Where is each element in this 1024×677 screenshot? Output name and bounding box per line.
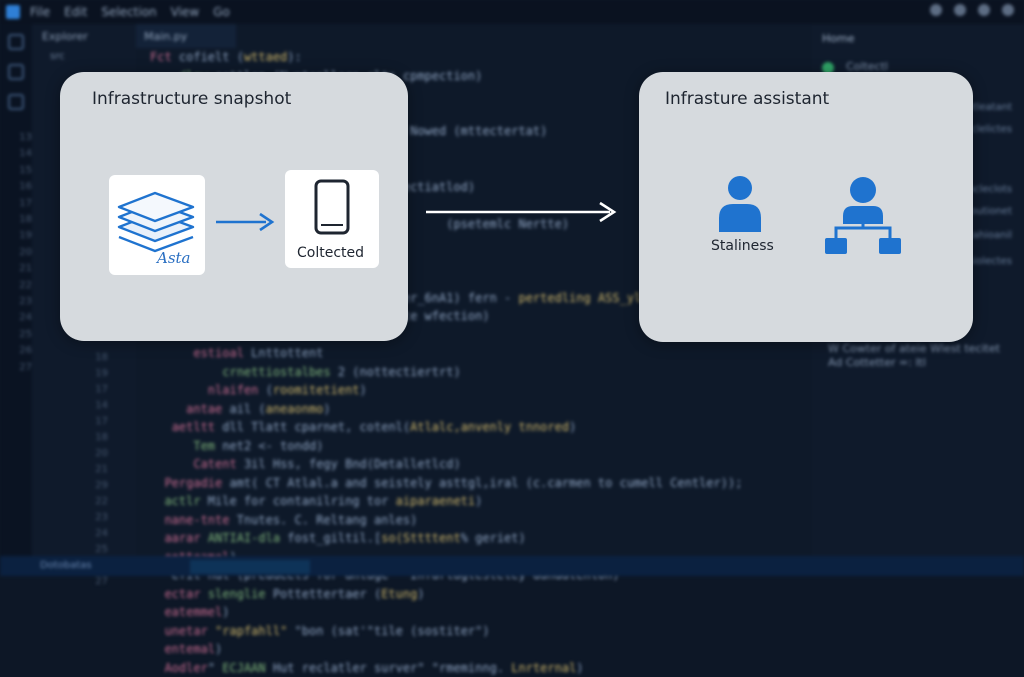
infrastructure-snapshot-panel: Infrastructure snapshot Asta Coltected: [60, 72, 408, 341]
collected-card: Coltected: [285, 170, 379, 268]
flow-arrow-icon: [426, 201, 617, 223]
asta-card: Asta: [109, 175, 205, 275]
collected-label: Coltected: [297, 245, 365, 261]
editor-tab[interactable]: Main.py: [136, 24, 236, 48]
asta-label: Asta: [157, 249, 191, 267]
menu-file[interactable]: File: [30, 5, 51, 19]
window-controls: [930, 4, 1014, 16]
menu-view[interactable]: View: [170, 5, 200, 19]
settings-icon[interactable]: [954, 4, 966, 16]
infrastructure-assistant-panel: Infrasture assistant Staliness: [639, 72, 973, 342]
account-icon[interactable]: [930, 4, 942, 16]
explorer-folder[interactable]: src: [50, 51, 65, 62]
menu-bar: File Edit Selection View Go: [0, 0, 1024, 24]
smartphone-icon: [314, 179, 350, 235]
app-logo-icon: [6, 5, 20, 19]
layout-icon[interactable]: [1002, 4, 1014, 16]
source-control-icon[interactable]: [8, 94, 24, 110]
explorer-title: Explorer: [42, 30, 88, 43]
menu-selection[interactable]: Selection: [101, 5, 157, 19]
database-layers-icon: [117, 191, 195, 253]
person-icon: [719, 176, 761, 232]
notification-icon[interactable]: [978, 4, 990, 16]
status-bar: Dotobatas: [0, 556, 1024, 576]
staleness-label: Staliness: [711, 238, 774, 254]
arrow-right-icon: [216, 212, 275, 232]
org-chart-icon: [825, 177, 901, 254]
activity-bar: [0, 24, 32, 556]
menu-go[interactable]: Go: [213, 5, 230, 19]
menu-edit[interactable]: Edit: [64, 5, 88, 19]
right-panel-title-diagram: Infrasture assistant: [665, 89, 830, 109]
status-dot-icon: [822, 62, 834, 74]
line-gutter-lower: 181917141718202129222324252627: [95, 352, 108, 587]
search-icon[interactable]: [8, 64, 24, 80]
right-panel-title: Home: [822, 32, 855, 45]
left-panel-title: Infrastructure snapshot: [92, 89, 292, 109]
files-icon[interactable]: [8, 34, 24, 50]
